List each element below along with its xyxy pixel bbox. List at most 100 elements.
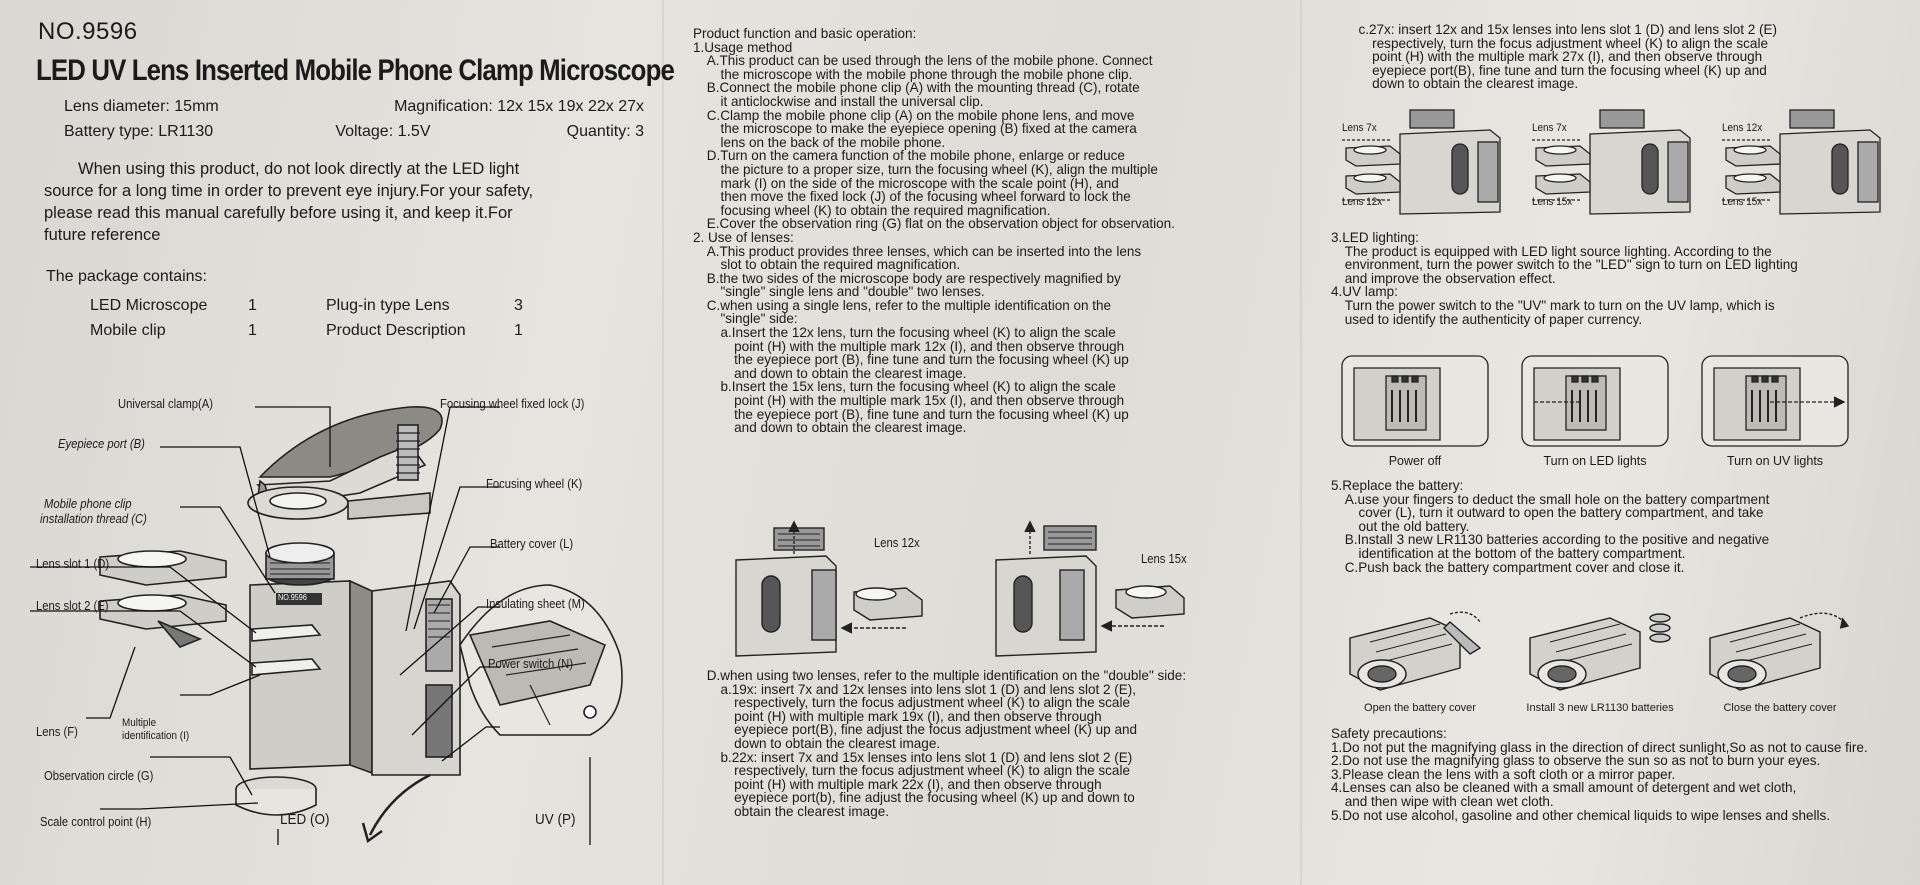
text-line: then move the fixed lock (J) of the focu… <box>720 189 1131 205</box>
battery-caption: Close the battery cover <box>1723 702 1837 714</box>
spec-quantity: Quantity: 3 <box>566 123 644 140</box>
text-line: b.22x: insert 7x and 15x lenses into len… <box>720 749 1133 765</box>
model-number: NO.9596 <box>38 18 138 45</box>
text-line: 2.Do not use the magnifying glass to obs… <box>1331 753 1821 769</box>
label-led: LED (O) <box>280 811 330 828</box>
text-line: respectively, turn the focus adjustment … <box>734 763 1130 779</box>
text-line: E.Cover the observation ring (G) flat on… <box>706 216 1175 232</box>
text-line: the picture to a proper size, turn the f… <box>720 161 1158 177</box>
lens-15x-label: Lens 15x <box>1141 552 1187 566</box>
fold-line <box>662 0 664 885</box>
text-line: Product function and basic operation: <box>693 26 917 41</box>
text-line: 3.Please clean the lens with a soft clot… <box>1331 766 1676 782</box>
lens-label-bottom: Lens 12x <box>1342 196 1383 208</box>
text-line: point (H) with multiple mark 19x (I), an… <box>734 708 1102 724</box>
label-insulating-sheet: Insulating sheet (M) <box>486 597 585 611</box>
text-line: c.27x: insert 12x and 15x lenses into le… <box>1358 22 1778 37</box>
text-line: B.Connect the mobile phone clip (A) with… <box>706 80 1140 96</box>
text-line: and then wipe with clean wet cloth. <box>1344 793 1554 809</box>
text-line: B.Install 3 new LR1130 batteries accordi… <box>1344 532 1770 548</box>
switch-figure <box>1701 355 1849 447</box>
label-battery-cover: Battery cover (L) <box>490 537 574 551</box>
switch-caption: Turn on LED lights <box>1543 454 1647 468</box>
text-line: b.Insert the 15x lens, turn the focusing… <box>720 379 1116 395</box>
text-line: and down to obtain the clearest image. <box>734 420 967 436</box>
text-line: A.use your fingers to deduct the small h… <box>1344 491 1770 507</box>
led-uv-instructions: 3.LED lighting:The product is equipped w… <box>1331 231 1798 326</box>
spec-lens-diameter: Lens diameter: 15mm <box>64 98 219 115</box>
safety-precautions: Safety precautions:1.Do not put the magn… <box>1331 727 1868 822</box>
text-line: respectively, turn the focus adjustment … <box>734 695 1130 711</box>
microscope-parts-diagram: Universal clamp(A) Eyepiece port (B) Mob… <box>30 385 640 875</box>
package-row: LED Microscope 1 Plug-in type Lens 3 <box>90 297 523 314</box>
text-line: down to obtain the clearest image. <box>734 735 941 751</box>
text-line: 1.Do not put the magnifying glass in the… <box>1331 739 1868 755</box>
text-line: respectively, turn the focus adjustment … <box>1372 35 1768 51</box>
battery-figure <box>1349 611 1482 691</box>
label-observation-circle: Observation circle (G) <box>44 769 154 783</box>
text-line: eyepiece port(b), fine adjust the focusi… <box>734 790 1135 806</box>
single-lens-15x-figure <box>995 520 1185 657</box>
double-lens-figure <box>1722 109 1881 215</box>
text-line: 5.Do not use alcohol, gasoline and other… <box>1331 807 1831 823</box>
text-line: focusing wheel (K) to obtain the require… <box>720 202 1051 218</box>
label-focusing-lock: Focusing wheel fixed lock (J) <box>440 397 585 411</box>
text-line: lens on the back of the mobile phone. <box>720 134 946 150</box>
text-line: 5.Replace the battery: <box>1331 478 1464 493</box>
text-line: 1.Usage method <box>693 39 793 55</box>
lens-label-top: Lens 7x <box>1342 122 1377 134</box>
label-lens-slot-1: Lens slot 1 (D) <box>36 557 110 571</box>
battery-figure <box>1709 612 1850 691</box>
spec-table: Lens diameter: 15mm Magnification: 12x 1… <box>64 98 644 148</box>
text-line: A.This product provides three lenses, wh… <box>706 243 1142 259</box>
label-eyepiece-port: Eyepiece port (B) <box>58 437 145 451</box>
text-line: a.19x: insert 7x and 12x lenses into len… <box>720 681 1137 697</box>
text-line: point (H) with the multiple mark 15x (I)… <box>734 393 1125 409</box>
lens-label-top: Lens 12x <box>1722 122 1763 134</box>
lens-label-bottom: Lens 15x <box>1532 196 1573 208</box>
label-lens: Lens (F) <box>36 725 78 739</box>
text-line: eyepiece port(B), fine adjust the focus … <box>734 722 1138 738</box>
text-line: down to obtain the clearest image. <box>1372 76 1579 92</box>
spec-voltage: Voltage: 1.5V <box>335 123 431 140</box>
double-lens-figure <box>1532 109 1691 215</box>
text-line: identification at the bottom of the batt… <box>1358 545 1686 561</box>
double-lens-instructions: D.when using two lenses, refer to the mu… <box>693 669 1186 819</box>
text-line: obtain the clearest image. <box>734 803 889 819</box>
text-line: and improve the observation effect. <box>1344 270 1556 286</box>
label-uv: UV (P) <box>535 811 576 828</box>
text-line: B.the two sides of the microscope body a… <box>706 270 1121 286</box>
text-line: C.when using a single lens, refer to the… <box>706 297 1112 313</box>
text-line: out the old battery. <box>1358 518 1470 534</box>
label-multiple-identification: Multiple <box>122 717 157 729</box>
text-line: A.This product can be used through the l… <box>706 53 1153 69</box>
label-focusing-wheel: Focusing wheel (K) <box>486 477 583 491</box>
text-line: it anticlockwise and install the univers… <box>720 93 984 109</box>
text-line: environment, turn the power switch to th… <box>1344 257 1798 273</box>
text-line: point (H) with multiple mark 22x (I), an… <box>734 776 1102 792</box>
label-lens-slot-2: Lens slot 2 (E) <box>36 599 109 613</box>
text-line: D.when using two lenses, refer to the mu… <box>706 668 1187 683</box>
product-title: LED UV Lens Inserted Mobile Phone Clamp … <box>36 54 675 87</box>
text-line: "single" single lens and "double" two le… <box>720 284 985 300</box>
safety-warning: When using this product, do not look dir… <box>44 160 534 244</box>
text-line: The product is equipped with LED light s… <box>1344 243 1772 259</box>
spec-battery: Battery type: LR1130 <box>64 123 214 140</box>
text-line: the microscope with the mobile phone thr… <box>720 66 1133 82</box>
package-list: LED Microscope 1 Plug-in type Lens 3 Mob… <box>90 297 610 347</box>
single-lens-12x-figure <box>735 520 923 657</box>
text-line: point (H) with the multiple mark 12x (I)… <box>734 338 1125 354</box>
label-power-switch: Power switch (N) <box>488 657 574 671</box>
text-line: C.Clamp the mobile phone clip (A) on the… <box>706 107 1135 123</box>
text-line: C.Push back the battery compartment cove… <box>1344 559 1685 575</box>
battery-caption: Open the battery cover <box>1364 702 1476 714</box>
text-line: mark (I) on the side of the microscope w… <box>720 175 1119 191</box>
fold-line <box>1300 0 1302 885</box>
panel-operation: Product function and basic operation:1.U… <box>690 0 1235 885</box>
text-line: 4.UV lamp: <box>1331 284 1398 300</box>
text-line: 3.LED lighting: <box>1331 230 1419 245</box>
